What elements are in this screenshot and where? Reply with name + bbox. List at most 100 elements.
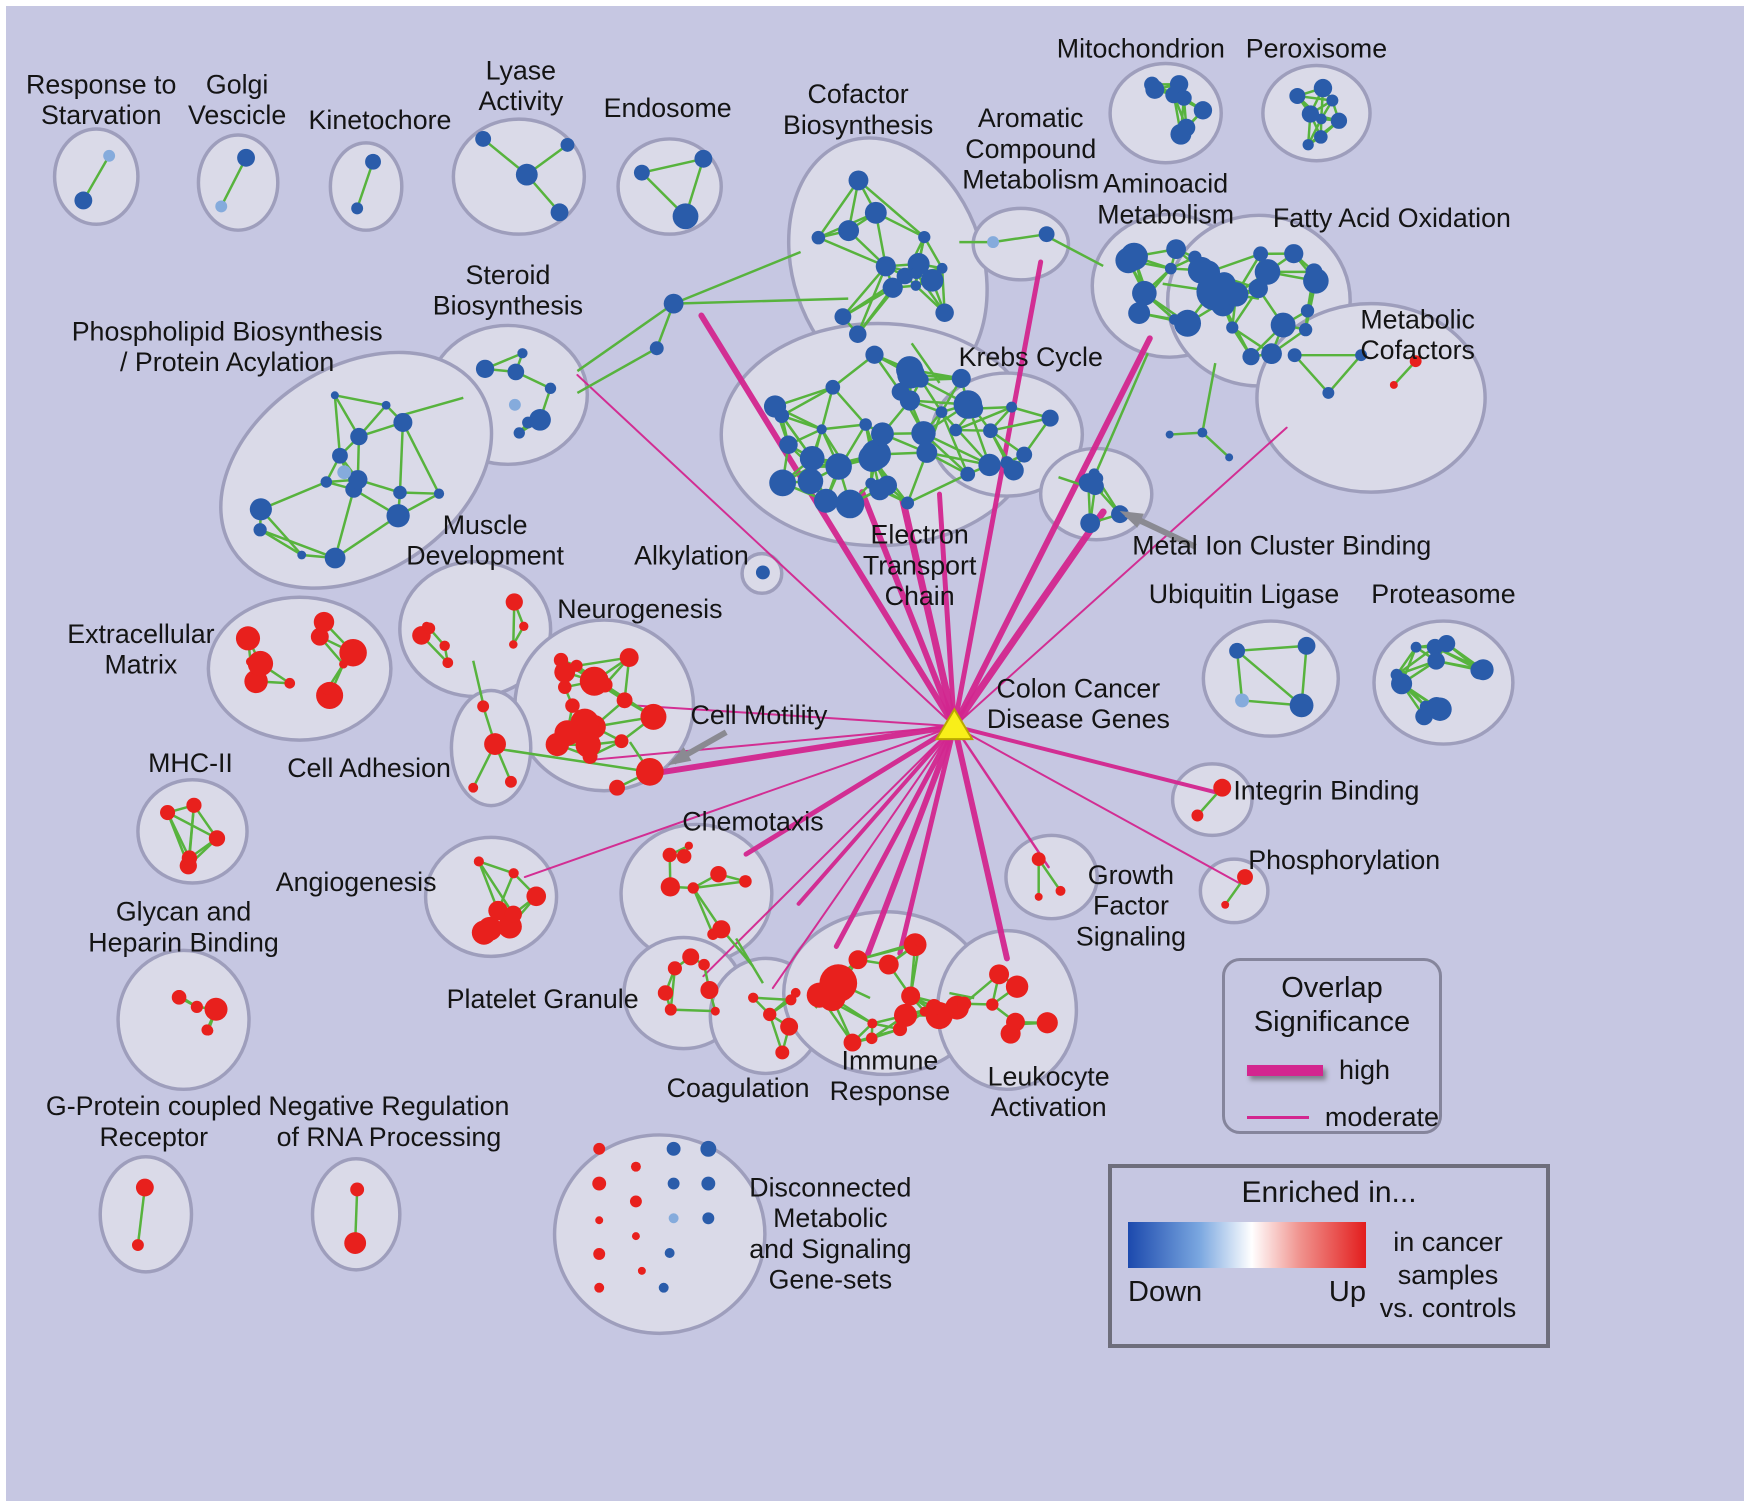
gene-set-edge	[1293, 354, 1330, 394]
gene-set-node	[825, 379, 841, 395]
inter-cluster-edge	[492, 746, 650, 774]
gene-set-node	[935, 406, 948, 418]
gene-set-node	[910, 280, 922, 291]
gene-set-node	[186, 797, 202, 813]
overlap-legend-title-line1: Overlap	[1281, 972, 1383, 1004]
gene-set-node	[1034, 892, 1043, 901]
gene-set-node	[925, 999, 943, 1016]
cluster-label-cell-motility: Cell Motility	[691, 700, 828, 730]
gene-set-node	[712, 920, 731, 939]
enrichment-note-line2: samples	[1397, 1260, 1499, 1290]
gene-set-node	[330, 391, 339, 400]
gene-set-node	[504, 775, 517, 788]
gene-set-node	[672, 203, 699, 230]
gene-set-node	[1003, 460, 1024, 481]
gene-set-node	[614, 734, 629, 749]
gene-set-node	[748, 992, 759, 1003]
cluster-golgi-vescicle	[196, 133, 280, 232]
gene-set-node	[700, 1140, 717, 1157]
inter-cluster-edge	[576, 302, 675, 373]
overlap-moderate-label: moderate	[1324, 1102, 1439, 1132]
gene-set-node	[619, 648, 639, 668]
gene-set-node	[1038, 226, 1055, 243]
gene-set-node	[320, 476, 333, 488]
gene-set-node	[667, 961, 682, 976]
gene-set-node	[560, 137, 575, 152]
gene-set-node	[629, 1195, 642, 1208]
gene-set-edge	[753, 996, 792, 1002]
gene-set-node	[504, 905, 522, 923]
gene-set-node	[710, 1006, 720, 1016]
gene-set-node	[901, 986, 921, 1006]
gene-set-node	[835, 489, 865, 519]
gene-set-node	[235, 626, 261, 651]
overlap-significance-edge	[523, 725, 956, 879]
gene-set-edge	[1236, 649, 1303, 707]
gene-set-node	[775, 1045, 790, 1060]
gene-set-node	[657, 985, 674, 1001]
inter-cluster-edge	[1169, 431, 1203, 436]
cluster-glycan-heparin-binding	[116, 948, 251, 1092]
cluster-label-endosome: Endosome	[604, 93, 732, 123]
gene-set-node	[249, 498, 272, 521]
gene-set-node	[1197, 427, 1208, 438]
gene-set-node	[666, 1141, 681, 1156]
gene-set-node	[858, 444, 887, 472]
gene-set-node	[507, 363, 525, 381]
overlap-significance-edge	[859, 489, 958, 730]
gene-set-node	[477, 916, 502, 941]
gene-set-node	[848, 950, 868, 970]
cluster-label-krebs-cycle: Krebs Cycle	[959, 342, 1103, 372]
gene-set-edge	[641, 157, 704, 174]
cluster-kinetochore	[328, 141, 404, 232]
cluster-gpcr	[98, 1155, 194, 1274]
gene-set-node	[324, 547, 346, 569]
gene-set-edge	[355, 161, 375, 209]
gene-set-node	[920, 269, 944, 292]
cluster-aromatic-compound-metabolism	[971, 206, 1071, 282]
gene-set-node	[843, 1033, 862, 1052]
gene-set-edge	[1327, 354, 1363, 394]
cluster-label-mitochondrion: Mitochondrion	[1057, 34, 1225, 64]
gene-set-node	[864, 201, 887, 224]
gene-set-node	[684, 841, 693, 850]
cluster-label-angiogenesis: Angiogenesis	[276, 867, 437, 897]
inter-cluster-edge	[735, 937, 764, 984]
cluster-label-phospholipid-biosynthesis: Phospholipid Biosynthesis/ Protein Acyla…	[72, 316, 383, 377]
gene-set-node	[1196, 272, 1235, 311]
gene-set-node	[663, 293, 684, 314]
gene-set-node	[640, 703, 667, 730]
gene-set-node	[834, 308, 852, 326]
gene-set-node	[570, 659, 583, 672]
gene-set-node	[949, 423, 963, 437]
gene-set-node	[526, 886, 547, 907]
gene-set-node	[914, 936, 925, 948]
gene-set-node	[1284, 244, 1304, 264]
gene-set-edge	[1237, 644, 1307, 653]
overlap-legend-title: Overlap Significance	[1225, 971, 1439, 1039]
gene-set-node	[173, 989, 186, 1002]
gene-set-node	[660, 877, 680, 897]
cluster-label-coagulation: Coagulation	[667, 1073, 810, 1103]
gene-set-node	[1390, 668, 1403, 681]
gene-set-node	[1322, 386, 1335, 399]
gene-set-node	[1297, 636, 1316, 655]
cluster-mitochondrion	[1108, 61, 1223, 165]
gene-set-node	[859, 418, 872, 431]
gene-set-node	[951, 368, 971, 389]
gene-set-node	[1036, 1012, 1058, 1034]
gene-set-node	[522, 416, 535, 429]
gene-set-node	[215, 200, 228, 213]
gene-set-edge	[1235, 650, 1244, 701]
gene-set-edge	[992, 232, 1047, 244]
overlap-significance-edge	[743, 723, 957, 857]
gene-set-node	[664, 1248, 675, 1258]
inter-cluster-edge	[576, 347, 658, 394]
